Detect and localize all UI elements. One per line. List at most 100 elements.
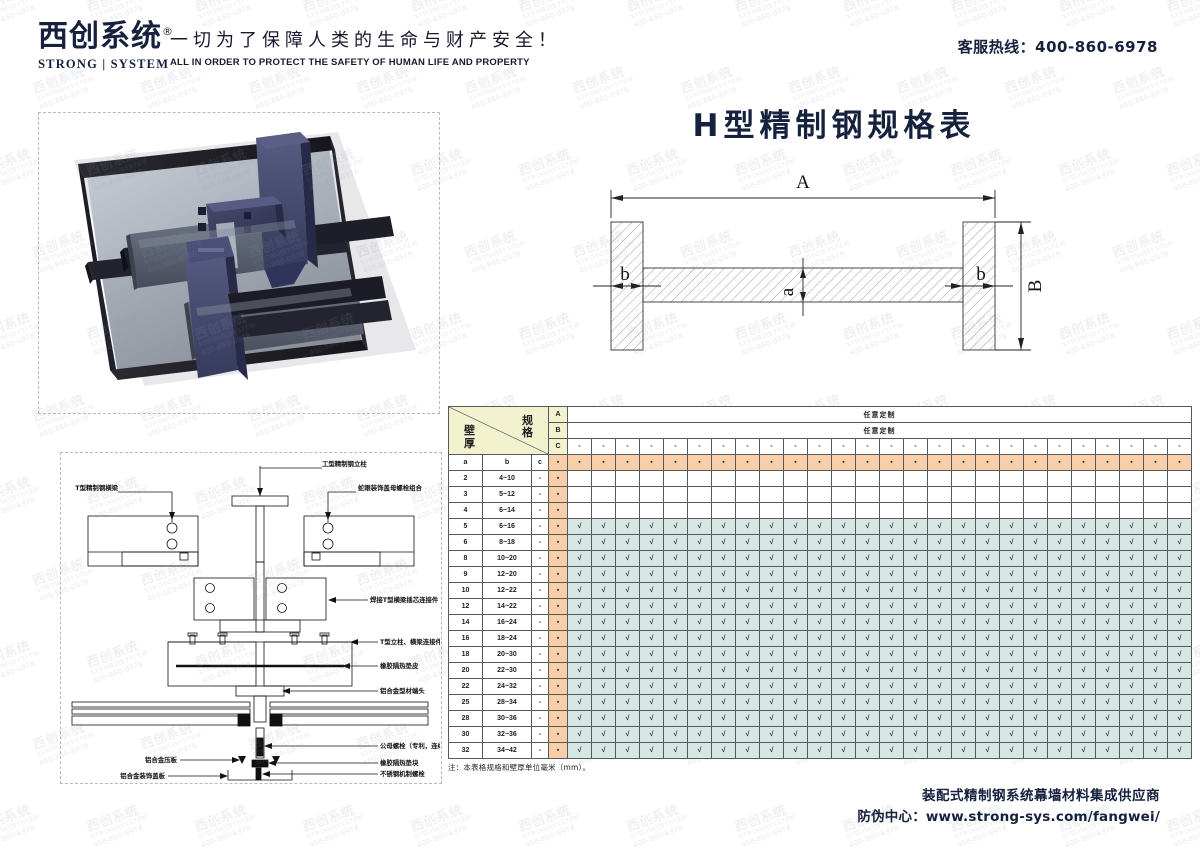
cell-available-check: √ (927, 726, 952, 743)
subheader-b: b (482, 454, 532, 471)
cell-row-dot: ▪ (548, 534, 568, 551)
cell-available-check: √ (1167, 534, 1192, 551)
cell-available-check: √ (1095, 630, 1120, 647)
cell-available-check: √ (831, 710, 856, 727)
cell-c-dash: - (1095, 438, 1120, 455)
cell-available-check: √ (735, 726, 760, 743)
cell-available-check: √ (999, 710, 1024, 727)
cell-dot-header: ▪ (807, 454, 832, 471)
cell-wall-thickness: 18 (448, 646, 483, 663)
slogan-chinese: 一切为了保障人类的生命与财产安全！ (170, 30, 561, 51)
cell-unavailable (855, 502, 880, 519)
cell-unavailable (687, 486, 712, 503)
cell-unavailable (1023, 470, 1048, 487)
cell-unavailable (903, 486, 928, 503)
cell-available-check: √ (663, 742, 688, 759)
cell-available-check: √ (759, 518, 784, 535)
cell-available-check: √ (1023, 694, 1048, 711)
cell-available-check: √ (735, 582, 760, 599)
cell-available-check: √ (663, 710, 688, 727)
cell-available-check: √ (951, 742, 976, 759)
cell-spec-range: 34~42 (482, 742, 532, 759)
cell-available-check: √ (927, 646, 952, 663)
cell-available-check: √ (735, 566, 760, 583)
cell-dot-header: ▪ (879, 454, 904, 471)
cell-available-check: √ (711, 678, 736, 695)
cell-available-check: √ (1143, 726, 1168, 743)
cell-unavailable (567, 502, 592, 519)
cell-available-check: √ (1047, 694, 1072, 711)
cell-dot-header: ▪ (831, 454, 856, 471)
cell-available-check: √ (663, 582, 688, 599)
cell-available-check: √ (975, 518, 1000, 535)
cell-c-dash: - (1047, 438, 1072, 455)
cell-available-check: √ (807, 614, 832, 631)
cell-available-check: √ (783, 630, 808, 647)
cell-available-check: √ (591, 630, 616, 647)
cell-wall-thickness: 5 (448, 518, 483, 535)
cell-available-check: √ (1143, 614, 1168, 631)
cell-unavailable (591, 470, 616, 487)
cell-available-check: √ (591, 518, 616, 535)
cell-available-check: √ (687, 646, 712, 663)
cell-available-check: √ (903, 678, 928, 695)
cell-c-dash: - (615, 438, 640, 455)
cell-available-check: √ (855, 662, 880, 679)
cell-available-check: √ (615, 534, 640, 551)
cell-c-dash: - (1143, 438, 1168, 455)
cell-dot-header: ▪ (975, 454, 1000, 471)
cell-available-check: √ (951, 582, 976, 599)
cell-available-check: √ (567, 614, 592, 631)
cell-dot-header: ▪ (999, 454, 1024, 471)
cell-unavailable (687, 502, 712, 519)
cell-unavailable (1167, 502, 1192, 519)
cell-available-check: √ (807, 678, 832, 695)
cell-available-check: √ (999, 598, 1024, 615)
cell-c-dash: - (567, 438, 592, 455)
cell-available-check: √ (591, 678, 616, 695)
cell-c-value: - (531, 582, 549, 599)
cell-available-check: √ (783, 678, 808, 695)
cell-available-check: √ (951, 726, 976, 743)
cell-unavailable (591, 502, 616, 519)
cell-available-check: √ (855, 566, 880, 583)
cell-available-check: √ (879, 694, 904, 711)
cell-c-dash: - (1071, 438, 1096, 455)
cell-available-check: √ (1071, 534, 1096, 551)
cell-unavailable (1095, 470, 1120, 487)
cell-available-check: √ (567, 694, 592, 711)
cell-available-check: √ (927, 518, 952, 535)
cell-available-check: √ (1167, 646, 1192, 663)
cell-available-check: √ (567, 630, 592, 647)
cell-available-check: √ (759, 726, 784, 743)
cell-available-check: √ (687, 566, 712, 583)
cell-available-check: √ (1047, 550, 1072, 567)
cell-wall-thickness: 16 (448, 630, 483, 647)
table-row-C: C-------------------------- (449, 438, 1192, 455)
cell-c-dash: - (663, 438, 688, 455)
cell-available-check: √ (759, 630, 784, 647)
cell-available-check: √ (999, 582, 1024, 599)
cell-available-check: √ (951, 534, 976, 551)
assembly-detail-drawing: T型精制钢横梁 蛇眼装饰盖母螺栓组合 工型精制钢立柱 焊接T型横梁插芯连接件 T… (60, 452, 474, 782)
cell-available-check: √ (999, 678, 1024, 695)
corner-label-spec: 规 格 (522, 415, 533, 440)
cell-available-check: √ (879, 614, 904, 631)
cell-available-check: √ (999, 694, 1024, 711)
cell-c-value: - (531, 518, 549, 535)
cell-wall-thickness: 12 (448, 598, 483, 615)
cell-unavailable (1143, 502, 1168, 519)
cell-available-check: √ (1071, 550, 1096, 567)
cell-available-check: √ (711, 518, 736, 535)
cell-dot-header: ▪ (951, 454, 976, 471)
cell-available-check: √ (807, 694, 832, 711)
cell-c-dash: - (687, 438, 712, 455)
cell-available-check: √ (1167, 662, 1192, 679)
cell-unavailable (975, 470, 1000, 487)
cell-available-check: √ (1167, 678, 1192, 695)
cell-available-check: √ (1095, 534, 1120, 551)
